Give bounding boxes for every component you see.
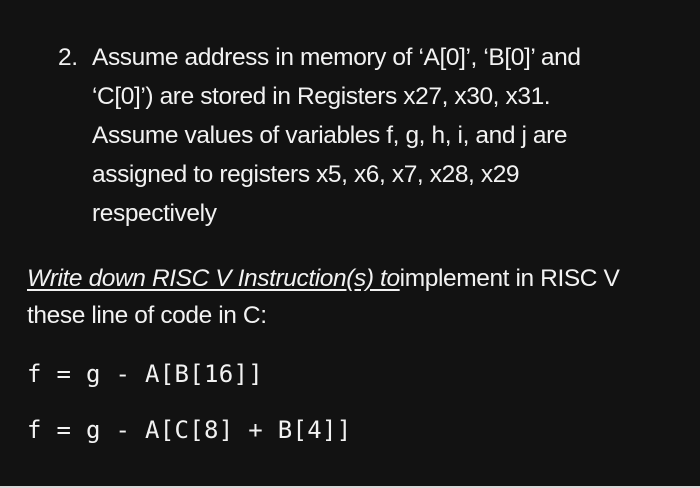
question-line-1: 2.Assume address in memory of ‘A[0]’, ‘B… — [58, 38, 581, 77]
question-line-3: Assume values of variables f, g, h, i, a… — [92, 122, 568, 149]
code-line-1: f = g - A[B[16]] — [27, 360, 263, 388]
question-block: 2.Assume address in memory of ‘A[0]’, ‘B… — [58, 38, 581, 233]
code-line-2: f = g - A[C[8] + B[4]] — [27, 416, 352, 444]
question-line-2: ‘C[0]’) are stored in Registers x27, x30… — [92, 83, 551, 110]
instruction-line-1: Write down RISC V Instruction(s) toimple… — [27, 260, 620, 297]
question-number: 2. — [58, 44, 78, 71]
instruction-line-2: these line of code in C: — [27, 302, 267, 329]
question-line-4: assigned to registers x5, x6, x7, x28, x… — [92, 161, 520, 188]
instruction-block: Write down RISC V Instruction(s) toimple… — [27, 260, 620, 334]
instruction-emphasis: Write down RISC V Instruction(s) to — [27, 265, 400, 292]
question-line-5: respectively — [92, 200, 217, 227]
bottom-edge-divider — [0, 486, 700, 488]
instruction-rest: implement in RISC V — [399, 265, 620, 292]
